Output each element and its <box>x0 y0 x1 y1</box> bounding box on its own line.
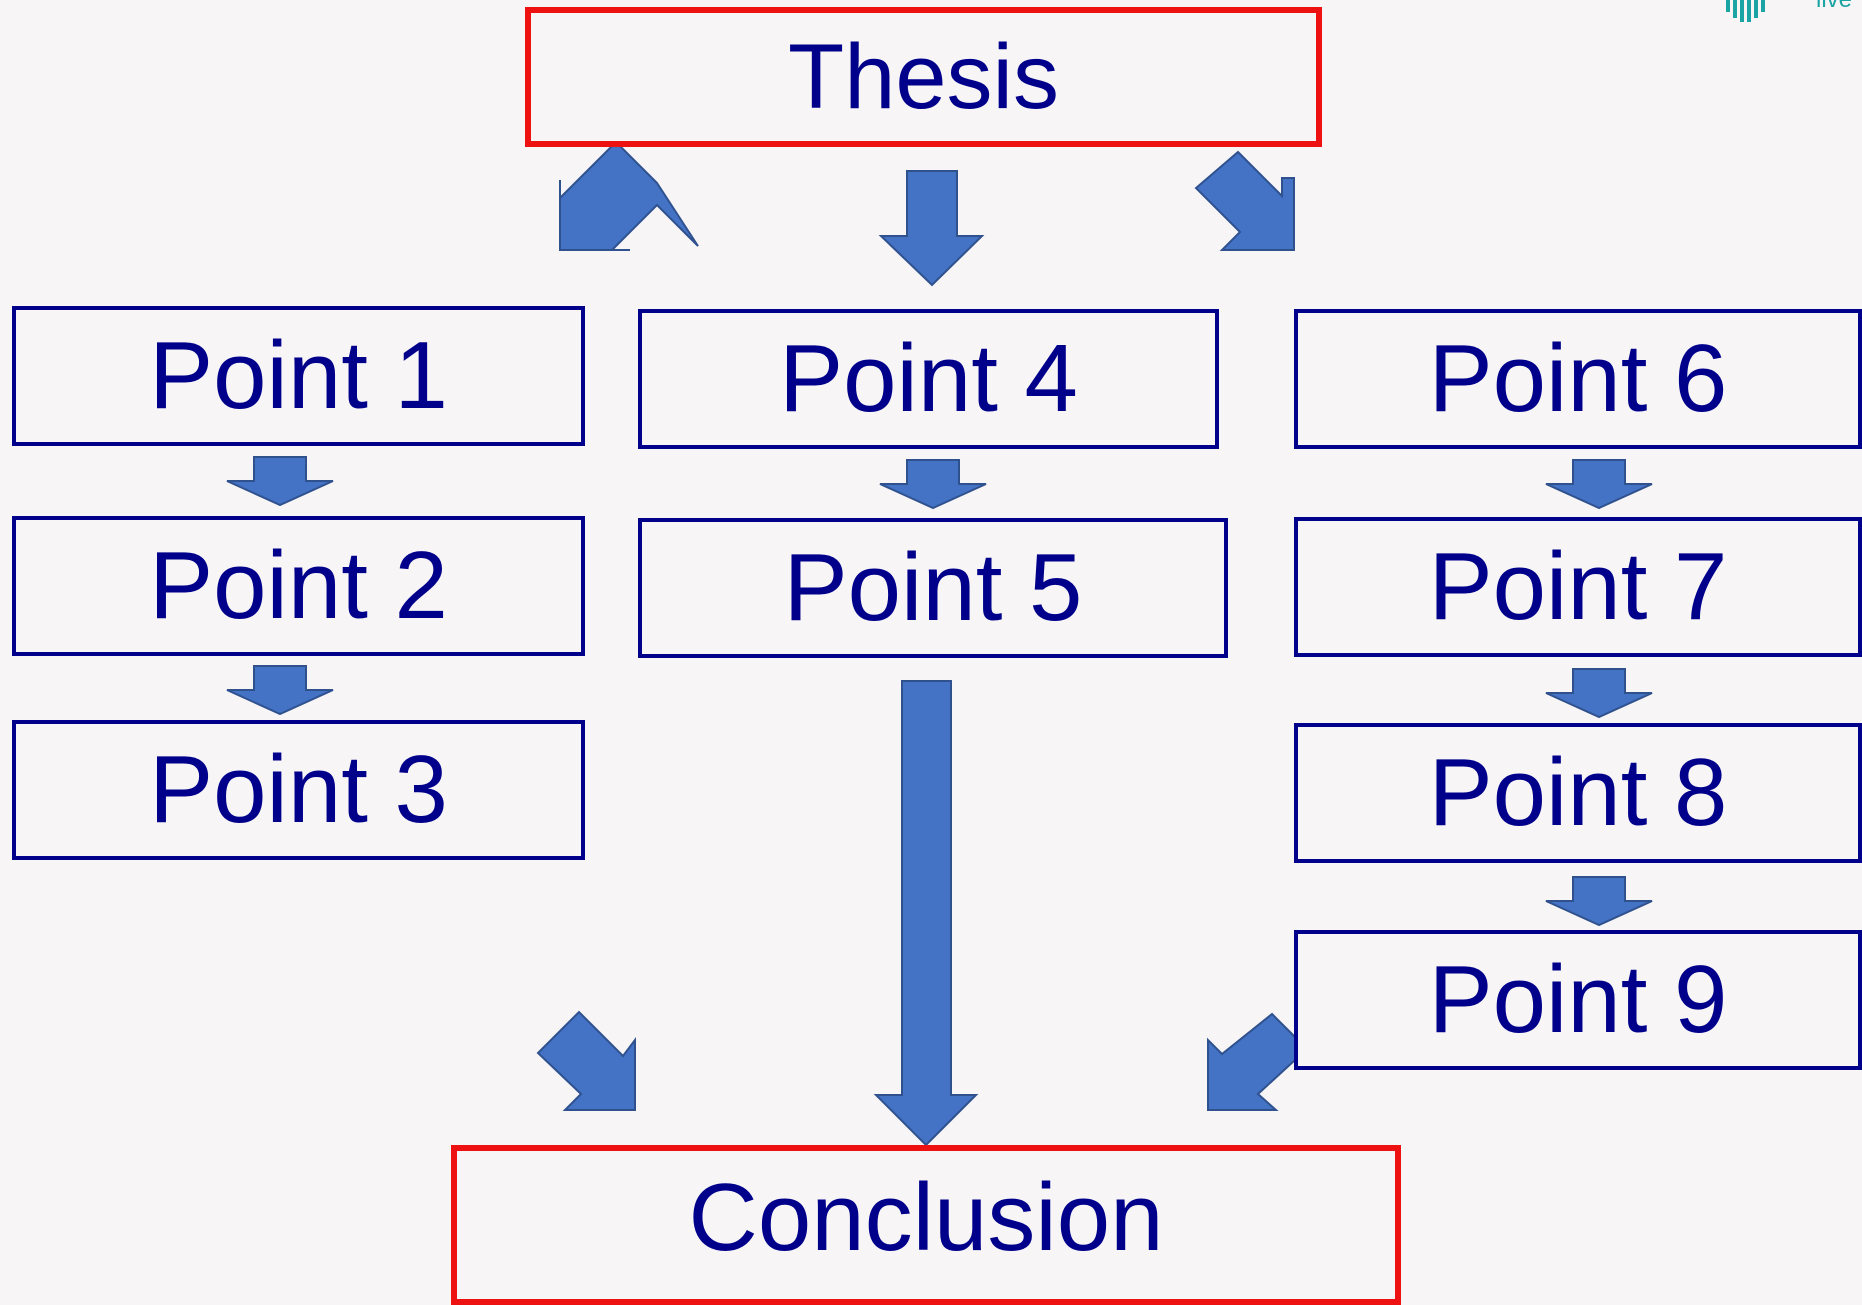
arrow-left-to-conclusion <box>536 1010 636 1111</box>
thesis-box: Thesis <box>525 7 1322 147</box>
point-box-3: Point 3 <box>12 720 585 860</box>
point-box-4: Point 4 <box>638 309 1219 449</box>
point-box-9: Point 9 <box>1294 930 1862 1070</box>
logo: live <box>1722 0 1862 26</box>
point-label-8: Point 8 <box>1428 739 1728 846</box>
arrow-point7-to-point8 <box>1545 668 1653 719</box>
arrow-point4-to-point5 <box>879 459 987 510</box>
conclusion-label: Conclusion <box>688 1164 1164 1271</box>
point-box-1: Point 1 <box>12 306 585 446</box>
point-label-4: Point 4 <box>779 325 1078 432</box>
conclusion-box: Conclusion <box>451 1145 1401 1305</box>
point-label-2: Point 2 <box>149 532 448 639</box>
point-label-6: Point 6 <box>1428 325 1728 432</box>
arrow-point6-to-point7 <box>1545 459 1653 510</box>
point-box-2: Point 2 <box>12 516 585 656</box>
arrow-thesis-to-right <box>1194 150 1295 251</box>
point-box-6: Point 6 <box>1294 309 1862 449</box>
arrow-point2-to-point3 <box>226 665 334 716</box>
arrow-point1-to-point2 <box>226 456 334 507</box>
arrow-thesis-to-left <box>559 140 699 251</box>
arrow-right-to-conclusion <box>1207 1012 1309 1111</box>
logo-bars-icon <box>1726 0 1765 22</box>
arrow-point8-to-point9 <box>1545 876 1653 927</box>
point-box-5: Point 5 <box>638 518 1228 658</box>
point-label-7: Point 7 <box>1428 533 1728 640</box>
point-label-1: Point 1 <box>149 322 448 429</box>
point-label-5: Point 5 <box>783 534 1083 641</box>
arrow-thesis-to-center <box>878 170 985 287</box>
point-label-3: Point 3 <box>149 736 448 843</box>
point-label-9: Point 9 <box>1428 946 1728 1053</box>
thesis-label: Thesis <box>788 25 1059 128</box>
point-box-7: Point 7 <box>1294 517 1862 657</box>
logo-text: live <box>1816 0 1852 14</box>
point-box-8: Point 8 <box>1294 723 1862 863</box>
arrow-point5-to-conclusion <box>873 680 979 1147</box>
